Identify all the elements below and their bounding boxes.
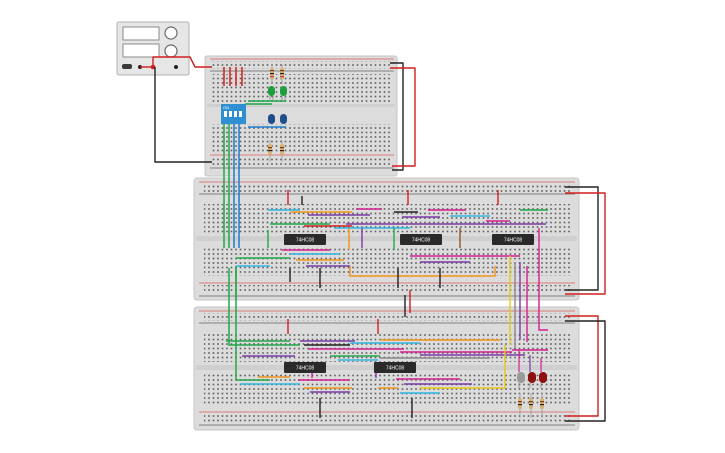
display-icon bbox=[122, 43, 160, 58]
knob-icon[interactable] bbox=[164, 26, 178, 40]
led-icon[interactable] bbox=[528, 372, 536, 388]
top-board-wires[interactable] bbox=[236, 190, 548, 288]
led-icon[interactable] bbox=[268, 86, 275, 100]
chip-u4[interactable]: 74HC08 bbox=[284, 362, 326, 373]
resistor-icon[interactable] bbox=[518, 393, 522, 418]
resistor-icon[interactable] bbox=[280, 140, 284, 162]
resistor-icon[interactable] bbox=[270, 64, 274, 84]
led-icon[interactable] bbox=[539, 372, 547, 388]
svg-text:74HC08: 74HC08 bbox=[412, 238, 431, 244]
output-leds[interactable] bbox=[512, 349, 548, 418]
resistor-icon[interactable] bbox=[268, 140, 272, 162]
breadboard-small[interactable] bbox=[204, 55, 398, 177]
chip-u3[interactable]: 74HC08 bbox=[492, 234, 534, 245]
led-icon[interactable] bbox=[280, 114, 287, 124]
signal-wires[interactable] bbox=[223, 124, 262, 380]
display-icon bbox=[122, 26, 160, 41]
chip-u5[interactable]: 74HC08 bbox=[374, 362, 416, 373]
inter-board-wires[interactable] bbox=[235, 250, 548, 348]
led-icon[interactable] bbox=[268, 114, 275, 124]
svg-text:74HC08: 74HC08 bbox=[296, 366, 315, 372]
chip-u2[interactable]: 74HC08 bbox=[400, 234, 442, 245]
terminal-icon[interactable] bbox=[174, 65, 178, 69]
led-icon[interactable] bbox=[517, 372, 525, 388]
led-icon[interactable] bbox=[280, 86, 287, 100]
resistor-icon[interactable] bbox=[280, 64, 284, 84]
knob-icon[interactable] bbox=[164, 44, 178, 58]
dip-switch[interactable]: ON bbox=[221, 104, 246, 124]
svg-text:ON: ON bbox=[223, 105, 229, 110]
svg-text:74HC08: 74HC08 bbox=[296, 238, 315, 244]
svg-text:74HC08: 74HC08 bbox=[386, 366, 405, 372]
power-wires[interactable] bbox=[140, 56, 606, 422]
svg-text:74HC08: 74HC08 bbox=[504, 238, 523, 244]
dc-power-supply[interactable] bbox=[116, 21, 190, 76]
small-board-components[interactable]: ON bbox=[221, 64, 287, 162]
switch-icon[interactable] bbox=[122, 64, 132, 69]
bottom-board-wires[interactable] bbox=[226, 319, 525, 418]
resistor-icon[interactable] bbox=[529, 393, 533, 418]
resistor-icon[interactable] bbox=[540, 393, 544, 418]
chip-u1[interactable]: 74HC08 bbox=[284, 234, 326, 245]
